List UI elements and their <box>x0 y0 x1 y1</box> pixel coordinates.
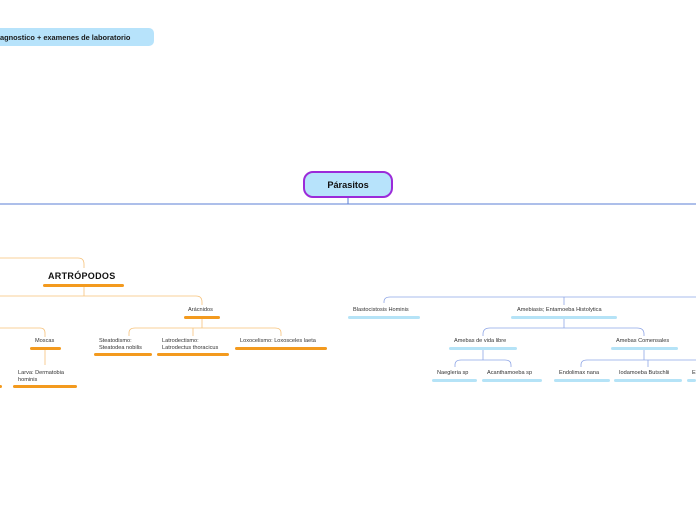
loxocelismo-underline <box>235 347 327 350</box>
diagnostico-label: agnostico + examenes de laboratorio <box>0 32 131 42</box>
steatodismo-label[interactable]: Steatodismo: Steatodea nobilis <box>99 338 154 352</box>
aracnidos-underline <box>184 316 220 319</box>
moscas-connector <box>0 327 46 337</box>
artropodos-connector <box>0 257 85 268</box>
latrodectismo-label[interactable]: Latrodectismo: Latrodectus thoracicus <box>162 338 228 352</box>
offscreen-underline <box>0 385 2 388</box>
steatodismo-label-text: Steatodismo: Steatodea nobilis <box>99 338 142 351</box>
naegleria-underline <box>432 379 477 382</box>
artropodos-children-line <box>0 295 203 305</box>
blastocistosis-label[interactable]: Blastocistosis Hominis <box>353 307 409 313</box>
blastocistosis-underline <box>348 316 420 319</box>
larva-underline <box>13 385 77 388</box>
latrodectismo-underline <box>157 353 229 356</box>
latrodectismo-label-text: Latrodectismo: Latrodectus thoracicus <box>162 338 219 351</box>
aracnidos-label[interactable]: Arácnidos <box>188 307 213 313</box>
amebiasis-children-line <box>482 327 645 336</box>
vida-libre-children-line <box>454 359 512 367</box>
aracnidos-children-line <box>128 327 282 336</box>
comensales-underline <box>611 347 678 350</box>
comensales-label[interactable]: Amebas Comensales <box>616 338 670 344</box>
central-topic-label: Párasitos <box>327 179 369 190</box>
vida-libre-underline <box>449 347 517 350</box>
artropodos-label[interactable]: ARTRÓPODOS <box>48 271 116 281</box>
offscreen-e-label[interactable]: E <box>692 370 696 376</box>
loxocelismo-label[interactable]: Loxocelismo: Loxosceles laeta <box>240 338 316 344</box>
diagnostico-node[interactable]: agnostico + examenes de laboratorio <box>0 28 154 46</box>
offscreen-e-underline <box>687 379 696 382</box>
blue-branch-line <box>383 296 696 303</box>
acanthamoeba-label[interactable]: Acanthamoeba sp <box>487 370 533 376</box>
naegleria-label[interactable]: Naegleria sp <box>437 370 469 376</box>
central-topic[interactable]: Párasitos <box>303 171 393 198</box>
amebiasis-label[interactable]: Amebiasis; Entamoeba Histolytica <box>517 307 602 313</box>
steatodismo-underline <box>94 353 152 356</box>
artropodos-underline <box>43 284 124 287</box>
iodamoeba-underline <box>614 379 682 382</box>
moscas-label[interactable]: Moscas <box>35 338 55 344</box>
larva-label[interactable]: Larva: Dermatobia hominis <box>18 370 80 384</box>
larva-label-text: Larva: Dermatobia hominis <box>18 370 65 383</box>
vida-libre-label[interactable]: Amebas de vida libre <box>454 338 507 344</box>
iodamoeba-label[interactable]: Iodamoeba Butschlii <box>619 370 670 376</box>
comensales-children-line <box>580 359 696 367</box>
acanthamoeba-underline <box>482 379 542 382</box>
endolimax-underline <box>554 379 610 382</box>
amebiasis-underline <box>511 316 617 319</box>
endolimax-label[interactable]: Endolimax nana <box>559 370 600 376</box>
moscas-underline <box>30 347 61 350</box>
